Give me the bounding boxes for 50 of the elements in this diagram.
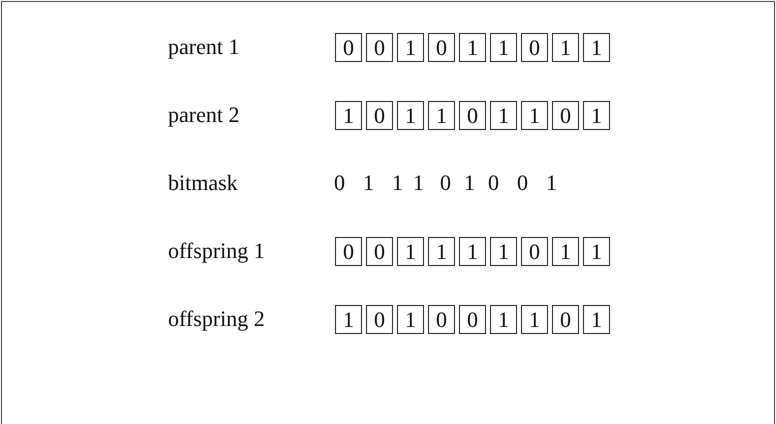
bit-cell: 0 bbox=[366, 33, 393, 62]
bit-cell: 0 bbox=[428, 33, 455, 62]
bit-cell: 1 bbox=[521, 101, 548, 130]
bit-cell: 0 bbox=[552, 101, 579, 130]
bit-cell: 1 bbox=[428, 101, 455, 130]
mask-digit: 0 bbox=[440, 170, 451, 196]
row-label: offspring 2 bbox=[168, 306, 265, 332]
bit-cell: 1 bbox=[335, 305, 362, 334]
mask-digit: 0 bbox=[488, 170, 499, 196]
bit-cell: 0 bbox=[428, 305, 455, 334]
bit-cell: 0 bbox=[366, 101, 393, 130]
bit-cell: 0 bbox=[521, 33, 548, 62]
bit-cell: 1 bbox=[397, 305, 424, 334]
bit-cell: 1 bbox=[397, 33, 424, 62]
bit-cell: 1 bbox=[521, 305, 548, 334]
mask-digit: 1 bbox=[413, 170, 424, 196]
bit-cell: 1 bbox=[552, 237, 579, 266]
bit-cell: 1 bbox=[490, 33, 517, 62]
bit-cell: 1 bbox=[428, 237, 455, 266]
bit-cell: 1 bbox=[459, 237, 486, 266]
bit-cell: 1 bbox=[397, 237, 424, 266]
bit-cell: 1 bbox=[583, 237, 610, 266]
bit-cell: 0 bbox=[335, 237, 362, 266]
mask-digit: 1 bbox=[363, 170, 374, 196]
row-label: bitmask bbox=[168, 170, 238, 196]
bit-cell: 1 bbox=[490, 101, 517, 130]
mask-digit: 1 bbox=[392, 170, 403, 196]
bit-cell: 1 bbox=[490, 237, 517, 266]
bit-cell: 1 bbox=[397, 101, 424, 130]
bit-cell: 0 bbox=[335, 33, 362, 62]
mask-digit: 0 bbox=[517, 170, 528, 196]
bit-cell: 0 bbox=[552, 305, 579, 334]
row-label: offspring 1 bbox=[168, 238, 265, 264]
bit-cell: 0 bbox=[366, 237, 393, 266]
row-label: parent 2 bbox=[168, 102, 240, 128]
bit-cell: 0 bbox=[521, 237, 548, 266]
mask-digit: 1 bbox=[546, 170, 557, 196]
bit-cell: 1 bbox=[490, 305, 517, 334]
mask-digit: 0 bbox=[334, 170, 345, 196]
bit-cell: 1 bbox=[459, 33, 486, 62]
bit-cell: 1 bbox=[583, 101, 610, 130]
bit-cell: 1 bbox=[583, 305, 610, 334]
row-label: parent 1 bbox=[168, 34, 240, 60]
bit-cell: 0 bbox=[459, 305, 486, 334]
bit-cell: 0 bbox=[459, 101, 486, 130]
mask-digit: 1 bbox=[464, 170, 475, 196]
bit-cell: 1 bbox=[335, 101, 362, 130]
bit-cell: 0 bbox=[366, 305, 393, 334]
bit-cell: 1 bbox=[552, 33, 579, 62]
bit-cell: 1 bbox=[583, 33, 610, 62]
